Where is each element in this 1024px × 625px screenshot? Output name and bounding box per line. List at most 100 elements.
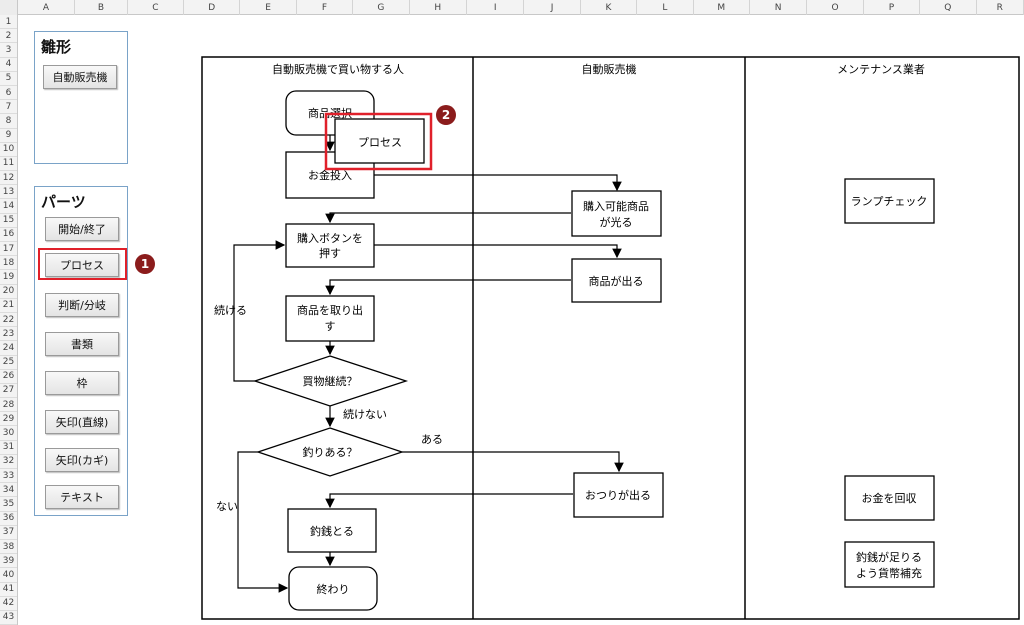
row-header-cell[interactable]: 22 — [0, 313, 17, 328]
row-header-cell[interactable]: 23 — [0, 327, 17, 342]
column-header-cell[interactable]: M — [694, 0, 750, 15]
row-header-cell[interactable]: 37 — [0, 526, 17, 540]
row-header-cell[interactable]: 30 — [0, 426, 17, 441]
row-header-cell[interactable]: 34 — [0, 483, 17, 498]
column-header-cell[interactable]: B — [75, 0, 128, 15]
row-header-cell[interactable]: 41 — [0, 583, 17, 597]
start-end-button[interactable]: 開始/終了 — [45, 217, 119, 241]
node-continue-diamond[interactable] — [252, 355, 409, 407]
column-header-cell[interactable]: R — [977, 0, 1024, 15]
arrow-change-no — [237, 451, 289, 593]
row-header-cell[interactable]: 31 — [0, 441, 17, 455]
column-header-cell[interactable]: F — [297, 0, 354, 15]
row-header-cell[interactable]: 40 — [0, 568, 17, 583]
row-header-cell[interactable]: 38 — [0, 540, 17, 555]
row-header-cell[interactable]: 29 — [0, 412, 17, 427]
vending-machine-template-button[interactable]: 自動販売機 — [43, 65, 117, 89]
row-header-cell[interactable]: 2 — [0, 29, 17, 44]
row-header-cell[interactable]: 11 — [0, 157, 17, 172]
row-header-cell[interactable]: 20 — [0, 285, 17, 299]
row-header-cell[interactable]: 15 — [0, 214, 17, 228]
row-header-cell[interactable]: 24 — [0, 341, 17, 356]
row-header-cell[interactable]: 5 — [0, 72, 17, 86]
floating-process-box[interactable] — [334, 118, 425, 164]
row-header-cell[interactable]: 21 — [0, 299, 17, 313]
node-lamp-check-box[interactable] — [844, 178, 935, 224]
badge-2: 2 — [436, 105, 456, 125]
row-header-cell[interactable]: 28 — [0, 398, 17, 413]
column-header-cell[interactable]: H — [410, 0, 467, 15]
node-product-out-text: 商品が出る — [589, 274, 644, 288]
column-header-cell[interactable]: P — [864, 0, 921, 15]
straight-arrow-button[interactable]: 矢印(直線) — [45, 410, 119, 434]
node-press-box[interactable] — [285, 223, 375, 268]
frame-button[interactable]: 枠 — [45, 371, 119, 395]
column-header-cell[interactable]: L — [637, 0, 694, 15]
row-header-cell[interactable]: 6 — [0, 86, 17, 101]
column-header-cell[interactable]: G — [353, 0, 410, 15]
row-header-cell[interactable]: 19 — [0, 270, 17, 285]
column-header-cell[interactable]: O — [807, 0, 864, 15]
row-header-cell[interactable]: 14 — [0, 199, 17, 214]
row-header-cell[interactable]: 1 — [0, 15, 17, 30]
node-change-out-text: おつりが出る — [585, 488, 651, 502]
column-header-cell[interactable]: C — [128, 0, 185, 15]
row-header-cell[interactable]: 17 — [0, 242, 17, 257]
document-button[interactable]: 書類 — [45, 332, 119, 356]
template-panel-title: 雛形 — [41, 38, 72, 56]
row-header-cell[interactable]: 32 — [0, 455, 17, 469]
row-header-cell[interactable]: 25 — [0, 356, 17, 370]
arrow-insert-to-light — [374, 174, 622, 192]
row-header-cell[interactable]: 12 — [0, 171, 17, 186]
column-header-cell[interactable]: D — [184, 0, 241, 15]
node-takeout-text-2: す — [325, 320, 336, 333]
column-header-cell[interactable]: A — [18, 0, 76, 15]
row-header-cell[interactable]: 7 — [0, 100, 17, 115]
badge-1: 1 — [135, 254, 155, 274]
parts-panel-title: パーツ — [41, 193, 86, 211]
node-takeout-box[interactable] — [285, 295, 375, 342]
node-take-change-box[interactable] — [287, 508, 377, 553]
row-header-cell[interactable]: 3 — [0, 43, 17, 58]
row-header-cell[interactable]: 4 — [0, 58, 17, 72]
text-button[interactable]: テキスト — [45, 485, 119, 509]
select-all-corner[interactable] — [0, 0, 18, 15]
row-header-cell[interactable]: 10 — [0, 143, 17, 157]
elbow-arrow-button[interactable]: 矢印(カギ) — [45, 448, 119, 472]
row-header-cell[interactable]: 35 — [0, 497, 17, 512]
row-header-cell[interactable]: 13 — [0, 185, 17, 200]
column-header-cell[interactable]: K — [581, 0, 638, 15]
floating-process-highlight — [324, 112, 433, 171]
row-header-cell[interactable]: 27 — [0, 384, 17, 399]
arrow-press-to-product — [374, 244, 622, 259]
node-change-out-box[interactable] — [573, 472, 664, 518]
column-header-cell[interactable]: I — [467, 0, 525, 15]
row-header-cell[interactable]: 9 — [0, 129, 17, 143]
row-header-cell[interactable]: 42 — [0, 597, 17, 611]
row-header-cell[interactable]: 39 — [0, 554, 17, 569]
node-refill-box[interactable] — [844, 541, 935, 588]
node-collect-box[interactable] — [844, 475, 935, 521]
column-header-cell[interactable]: J — [524, 0, 581, 15]
column-header-cell[interactable]: Q — [920, 0, 977, 15]
row-header-cell[interactable]: 36 — [0, 512, 17, 526]
node-insert-text: お金投入 — [308, 168, 352, 182]
decision-button[interactable]: 判断/分岐 — [45, 293, 119, 317]
column-header-cell[interactable]: N — [750, 0, 808, 15]
node-light-text-1: 購入可能商品 — [583, 199, 649, 213]
process-button-highlight — [38, 248, 127, 280]
row-header-cell[interactable]: 33 — [0, 469, 17, 484]
column-header-cell[interactable]: E — [240, 0, 297, 15]
node-light-box[interactable] — [571, 190, 662, 237]
label-continue: 続ける — [214, 303, 247, 317]
node-change-diamond[interactable] — [255, 427, 405, 477]
row-header-cell[interactable]: 8 — [0, 114, 17, 129]
process-button[interactable]: プロセス — [45, 253, 119, 277]
node-end-box[interactable] — [288, 566, 378, 611]
row-header-cell[interactable]: 26 — [0, 370, 17, 384]
row-header-cell[interactable]: 16 — [0, 228, 17, 242]
row-header-cell[interactable]: 18 — [0, 256, 17, 271]
node-product-out-box[interactable] — [571, 258, 662, 303]
